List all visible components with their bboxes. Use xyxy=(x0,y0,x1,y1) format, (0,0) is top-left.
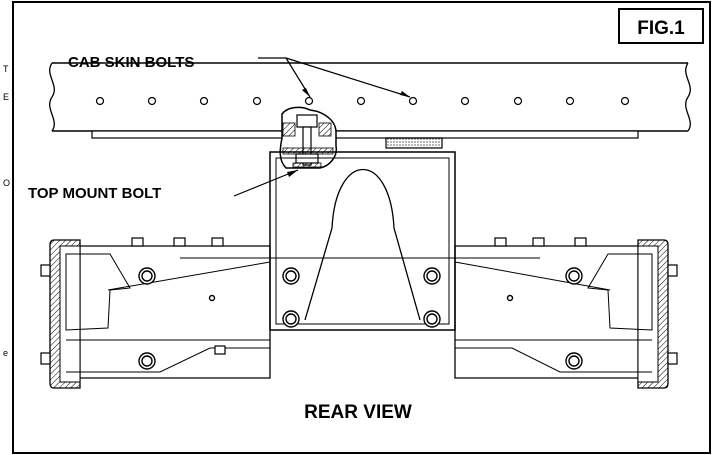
top-mount-bolt-callout: TOP MOUNT BOLT xyxy=(28,169,299,202)
svg-text:T: T xyxy=(3,64,9,74)
spacer-pad xyxy=(385,137,443,149)
left-edge-fragments: T E O e xyxy=(3,64,10,358)
cab-skin-panel xyxy=(49,62,691,149)
top-mount-bolt-cutaway xyxy=(279,106,338,169)
svg-text:e: e xyxy=(3,348,8,358)
cab-skin-bolts-callout: CAB SKIN BOLTS xyxy=(68,54,411,98)
svg-text:CAB SKIN BOLTS: CAB SKIN BOLTS xyxy=(68,54,194,71)
svg-text:FIG.1: FIG.1 xyxy=(637,18,685,39)
view-caption: REAR VIEW xyxy=(304,402,412,423)
svg-text:E: E xyxy=(3,92,9,102)
bracket-bolts xyxy=(282,267,441,328)
figure-tag: FIG.1 xyxy=(618,8,704,44)
center-mount-bracket xyxy=(269,151,456,331)
svg-text:TOP MOUNT BOLT: TOP MOUNT BOLT xyxy=(28,185,161,202)
figure-frame xyxy=(12,1,711,454)
cab-skin-bolt-holes xyxy=(95,96,630,106)
svg-text:O: O xyxy=(3,178,10,188)
right-frame-member xyxy=(454,237,678,389)
left-frame-member xyxy=(40,237,271,389)
